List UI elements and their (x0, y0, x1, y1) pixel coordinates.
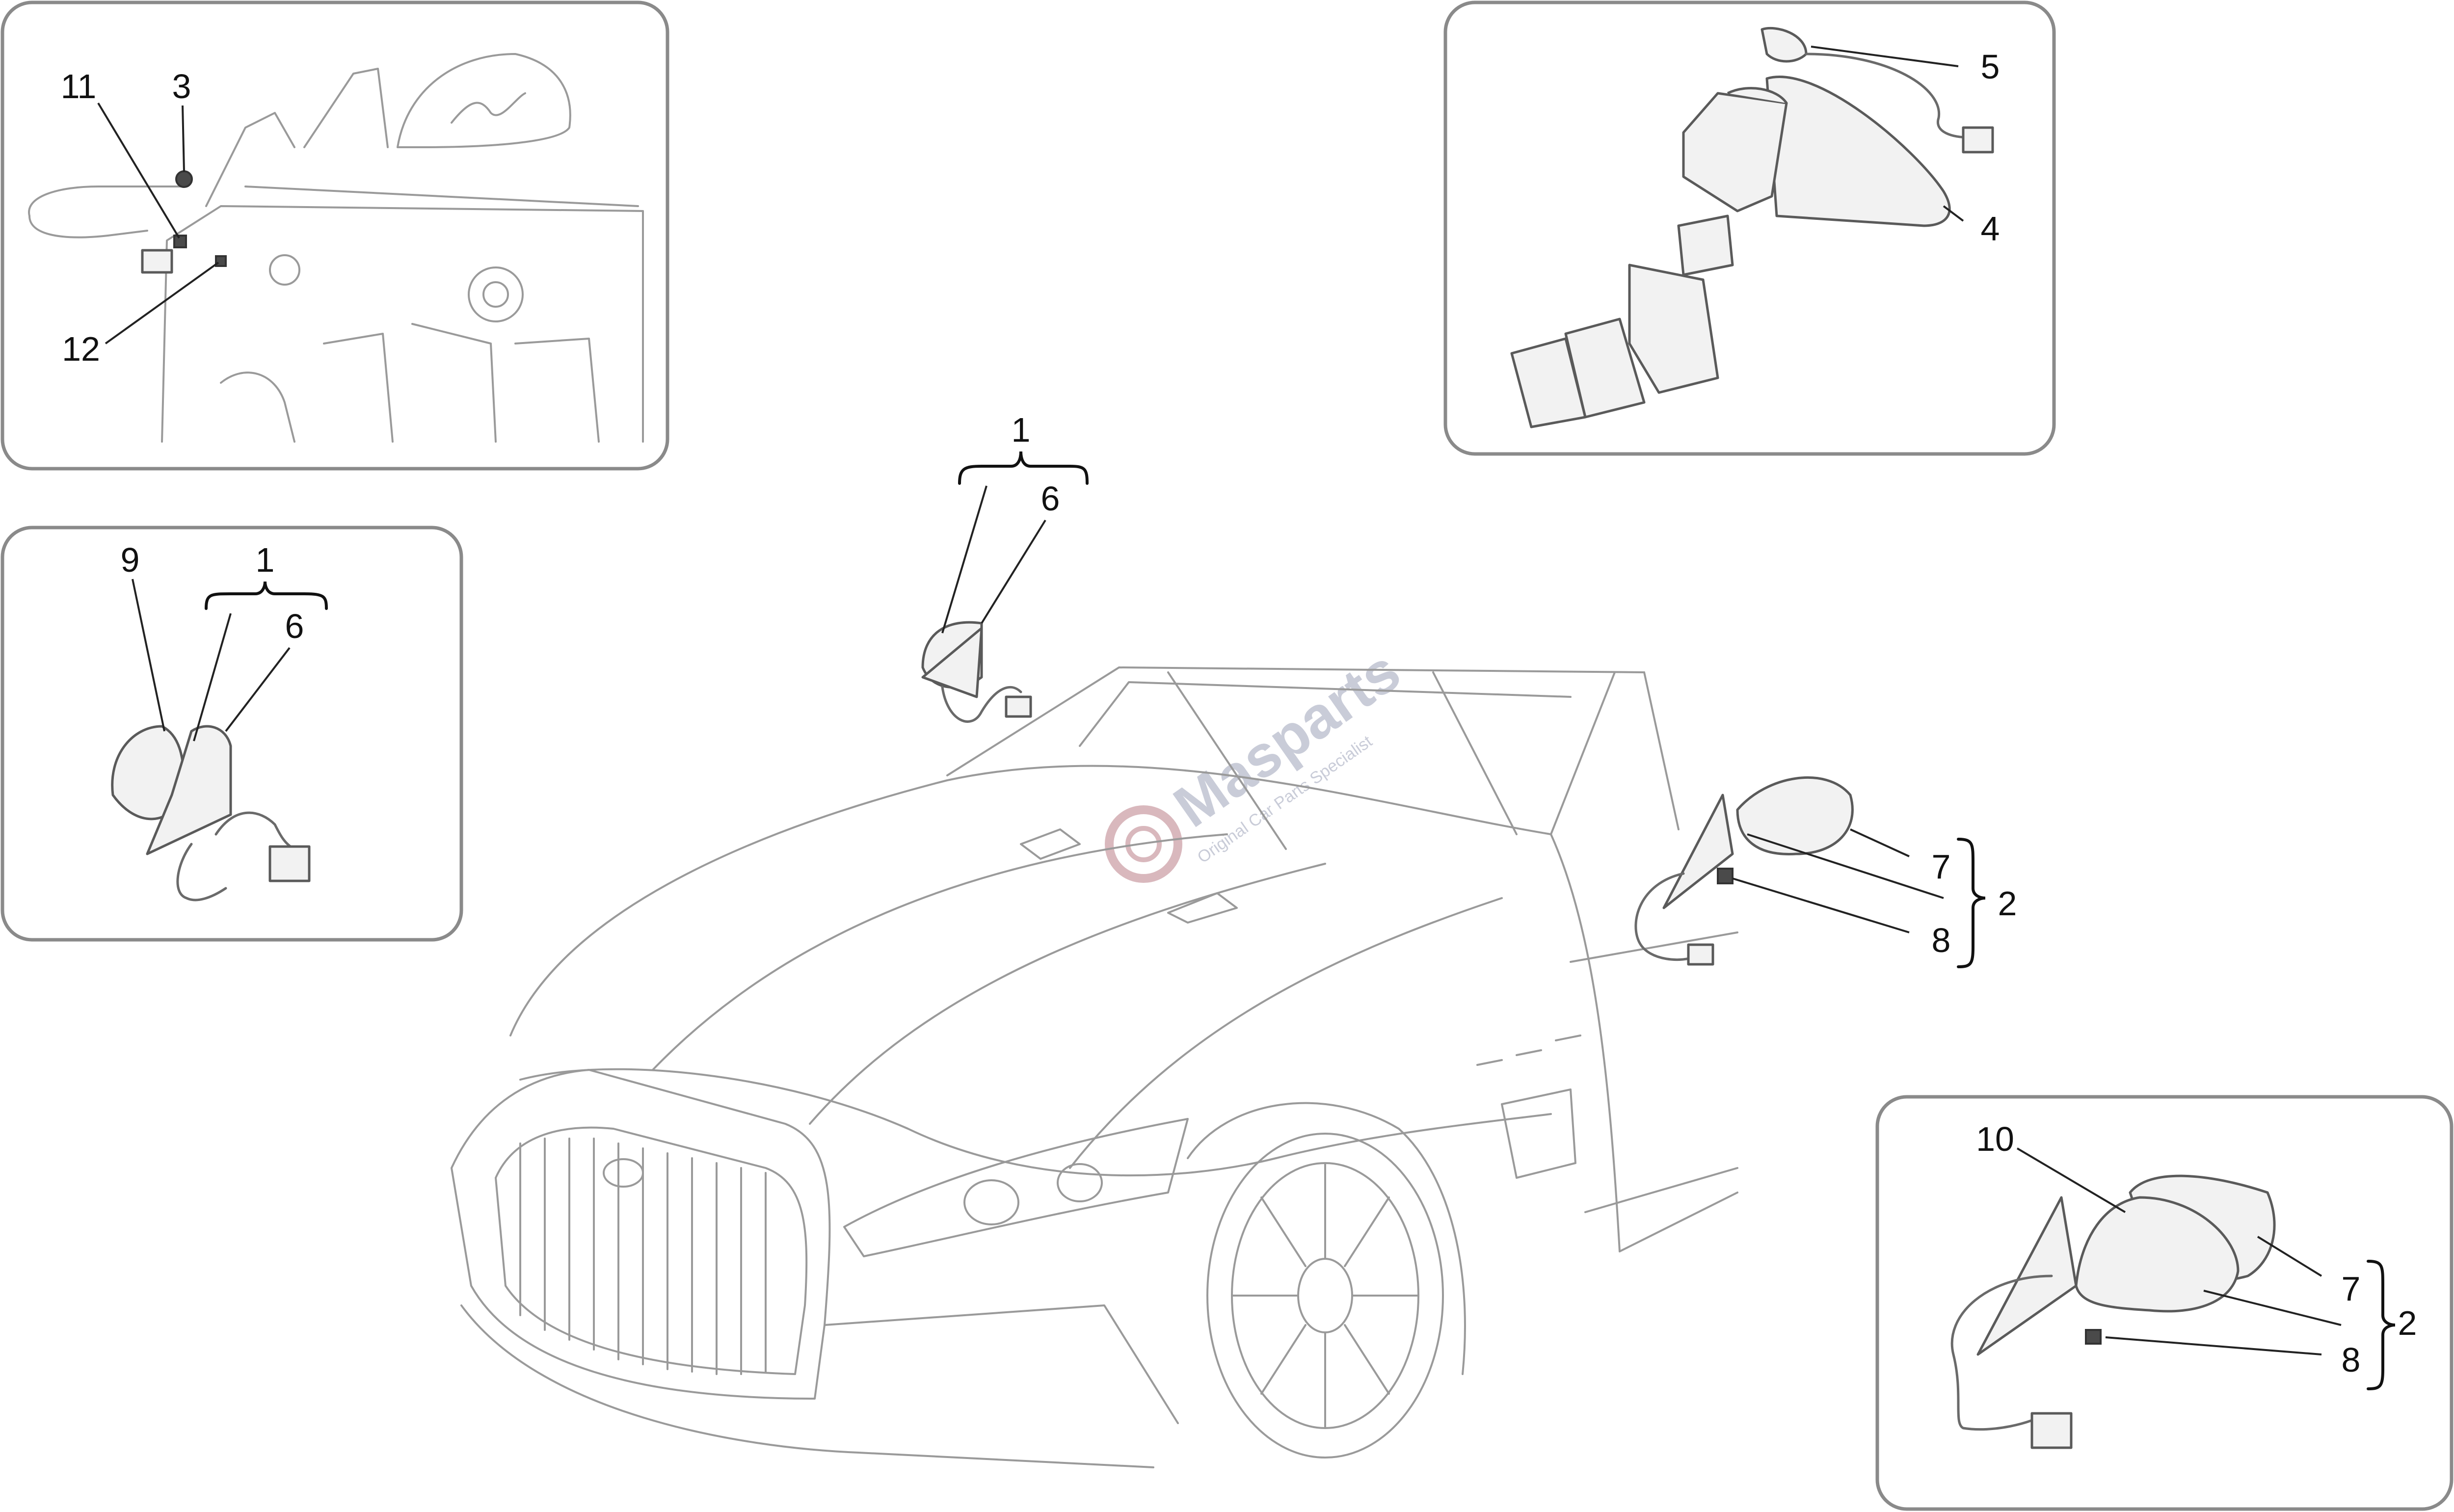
callout-8b-label: 8 (2342, 1341, 2361, 1379)
callout-1-main: 1 (941, 411, 1089, 634)
inset-mirror-assembly-right (1875, 1095, 2454, 1511)
callout-7b-label: 7 (2342, 1270, 2361, 1308)
callout-8-main: 8 (1732, 877, 1951, 959)
callout-9-label: 9 (121, 541, 140, 579)
callout-2a-label: 2 (1998, 884, 2017, 923)
callout-4-label: 4 (1981, 210, 2000, 248)
callout-5: 5 (1811, 46, 2000, 86)
callout-2-inset: 2 (2367, 1260, 2417, 1390)
callout-7-main: 7 (1747, 828, 1951, 899)
callout-8-inset: 8 (2105, 1336, 2361, 1379)
callout-5-label: 5 (1981, 48, 2000, 86)
callout-9: 9 (121, 541, 165, 732)
inset-mirror-components (1443, 0, 2056, 456)
inset-door-panel (0, 0, 669, 471)
inset-mirror-assembly-left (0, 526, 463, 942)
callout-1b-label: 1 (256, 541, 275, 579)
callout-6-main: 6 (981, 479, 1060, 624)
callout-3: 3 (172, 67, 191, 172)
car-front-view (451, 666, 1738, 1468)
callout-2b-label: 2 (2398, 1304, 2417, 1342)
callout-8a-label: 8 (1932, 921, 1951, 959)
right-mirror-on-car (1634, 776, 1854, 966)
callout-12: 12 (62, 262, 219, 368)
callout-12-label: 12 (62, 330, 100, 368)
callout-7-inset: 7 (2203, 1236, 2361, 1326)
callout-10: 10 (1976, 1120, 2126, 1213)
callout-2-main: 2 (1957, 838, 2017, 968)
callout-6a-label: 6 (1041, 479, 1060, 518)
left-mirror-on-car (921, 621, 1032, 723)
callout-1a-label: 1 (1012, 411, 1031, 449)
callout-3-label: 3 (172, 67, 191, 106)
grille-bars (519, 1138, 767, 1375)
callout-10-label: 10 (1976, 1120, 2014, 1158)
callout-11-label: 11 (61, 67, 97, 106)
callout-11: 11 (61, 67, 180, 239)
callout-6-left-inset: 6 (225, 607, 304, 732)
callout-4: 4 (1943, 205, 2000, 248)
callout-6b-label: 6 (285, 607, 304, 645)
callout-7a-label: 7 (1932, 848, 1951, 886)
callout-1-left-inset: 1 (193, 541, 328, 742)
